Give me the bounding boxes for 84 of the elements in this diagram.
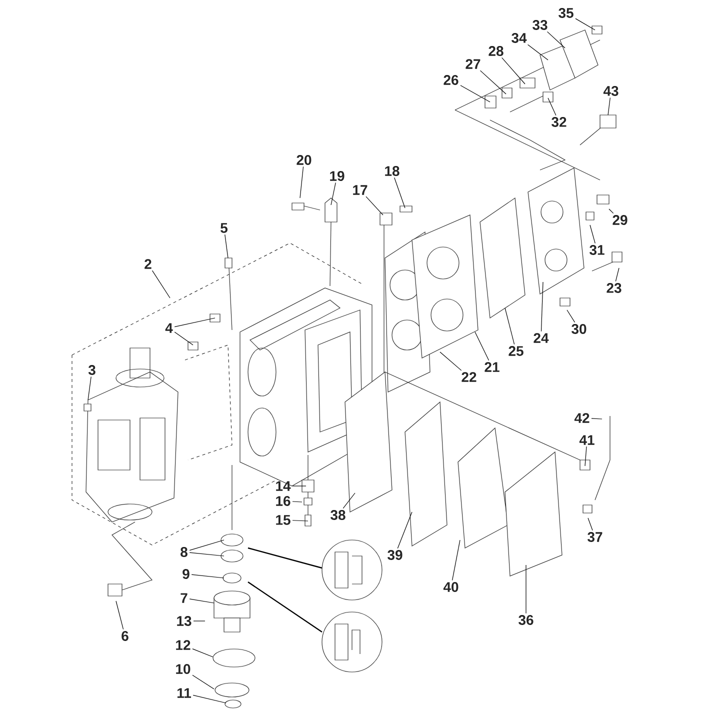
leader-line: [88, 376, 92, 400]
callout-number: 35: [558, 8, 574, 18]
leader-line: [193, 620, 206, 622]
callout-number: 16: [276, 496, 290, 506]
leader-line: [528, 44, 548, 60]
callout-number: 18: [385, 166, 400, 176]
callout-number: 13: [177, 616, 192, 626]
callout-number: 26: [444, 75, 458, 85]
leader-line: [366, 196, 384, 216]
leader-line: [224, 234, 228, 258]
callout-number: 12: [176, 640, 190, 650]
leader-line: [480, 70, 506, 94]
callout-number: 42: [574, 413, 590, 423]
leader-line: [504, 308, 515, 345]
callout-number: 6: [122, 631, 128, 641]
leader-line: [460, 85, 490, 102]
leader-line: [292, 501, 302, 502]
leader-line: [174, 318, 216, 328]
leader-line: [342, 492, 356, 509]
leader-line: [474, 332, 490, 361]
leader-line: [152, 270, 170, 298]
callout-number: 28: [488, 46, 504, 56]
leader-line: [394, 177, 406, 208]
callout-number: 32: [552, 117, 566, 127]
callout-number: 21: [484, 362, 500, 372]
callout-number: 2: [144, 259, 152, 269]
leader-line: [189, 552, 224, 556]
callout-number: 4: [165, 323, 173, 333]
leader-line: [116, 600, 124, 630]
callout-number: 5: [220, 223, 228, 233]
leader-line: [608, 208, 614, 214]
callout-number: 38: [330, 510, 346, 520]
leader-line: [548, 98, 556, 116]
leader-line: [502, 57, 526, 84]
leader-line: [292, 520, 308, 522]
callout-number: 31: [590, 245, 604, 255]
leader-line: [452, 540, 460, 581]
callout-number: 30: [572, 324, 586, 334]
leader-line: [191, 574, 224, 578]
callout-number: 40: [443, 582, 458, 592]
leader-line: [174, 332, 194, 346]
callout-number: 7: [180, 593, 188, 603]
callout-number: 39: [388, 550, 402, 560]
callout-number: 23: [606, 283, 622, 293]
callout-number: 8: [180, 547, 188, 557]
callout-number: 37: [588, 532, 602, 542]
callout-number: 3: [88, 365, 96, 375]
leader-line: [189, 598, 214, 604]
callout-number: 11: [177, 688, 192, 698]
leader-line: [397, 512, 412, 549]
callout-number: 17: [353, 185, 368, 195]
callout-number: 19: [330, 171, 344, 181]
leader-line: [192, 674, 214, 690]
leader-line: [192, 694, 226, 704]
leader-line: [540, 282, 544, 332]
callout-number: 36: [518, 615, 534, 625]
leader-line: [584, 446, 587, 466]
callout-number: 27: [466, 59, 480, 69]
callout-number: 22: [462, 372, 476, 382]
leader-line: [608, 97, 610, 116]
callout-number: 24: [534, 333, 549, 343]
callout-number: 25: [508, 346, 524, 356]
callout-number: 10: [176, 664, 190, 674]
callout-number: 29: [612, 215, 628, 225]
leader-line: [575, 18, 596, 30]
callout-number: 14: [276, 481, 291, 491]
leader-line: [566, 310, 576, 323]
leader-line: [189, 540, 224, 551]
leader-line: [591, 418, 602, 420]
leader-line: [330, 182, 336, 206]
callout-number: 9: [182, 569, 190, 579]
leader-line: [615, 268, 620, 282]
leader-line: [546, 31, 566, 48]
leader-line: [300, 166, 304, 198]
callout-number: 33: [532, 20, 548, 30]
callout-number: 41: [579, 435, 594, 445]
leader-line: [440, 352, 462, 371]
callout-number: 43: [603, 86, 618, 96]
callout-number: 15: [276, 515, 290, 525]
leader-line: [588, 518, 593, 531]
callout-number: 34: [512, 33, 527, 43]
leader-line: [192, 648, 214, 658]
leader-line: [590, 224, 596, 244]
callout-number: 20: [296, 155, 312, 165]
